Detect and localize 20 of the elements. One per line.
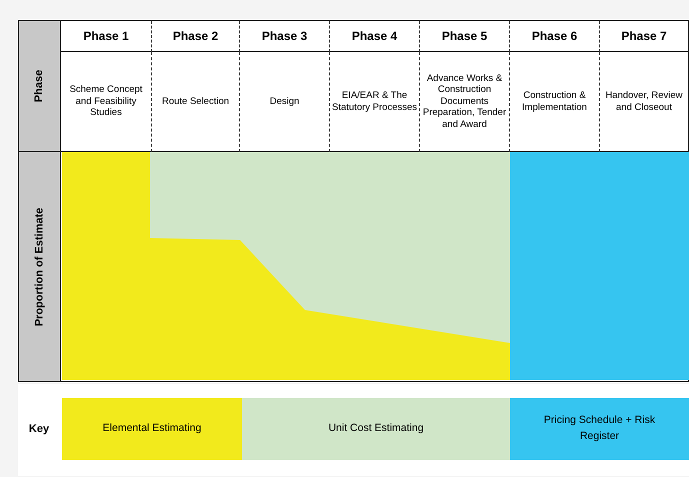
phase-description: Design xyxy=(240,52,330,152)
column-header: Phase 7 xyxy=(600,21,688,52)
column-header: Phase 4 xyxy=(330,21,420,52)
column-header: Phase 6 xyxy=(510,21,600,52)
phase-description: EIA/EAR & The Statutory Processes xyxy=(330,52,420,152)
phase-description: Construction & Implementation xyxy=(510,52,600,152)
column-header: Phase 1 xyxy=(61,21,152,52)
legend-label: Unit Cost Estimating xyxy=(328,421,424,436)
phase-description: Route Selection xyxy=(152,52,240,152)
column-header: Phase 2 xyxy=(152,21,240,52)
row-header: Proportion of Estimate xyxy=(34,207,46,326)
legend-label: Pricing Schedule + Risk Register xyxy=(542,413,656,444)
column-header: Phase 5 xyxy=(420,21,510,52)
phase-description: Handover, Review and Closeout xyxy=(600,52,688,152)
phase-description: Scheme Concept and Feasibility Studies xyxy=(61,52,152,152)
row-header: Phase xyxy=(34,70,46,102)
column-header: Phase 3 xyxy=(240,21,330,52)
key-heading: Key xyxy=(28,423,50,435)
phase-description: Advance Works & Construction Documents Preparation, Tender and Award xyxy=(420,52,510,152)
legend-label: Elemental Estimating xyxy=(102,421,202,436)
